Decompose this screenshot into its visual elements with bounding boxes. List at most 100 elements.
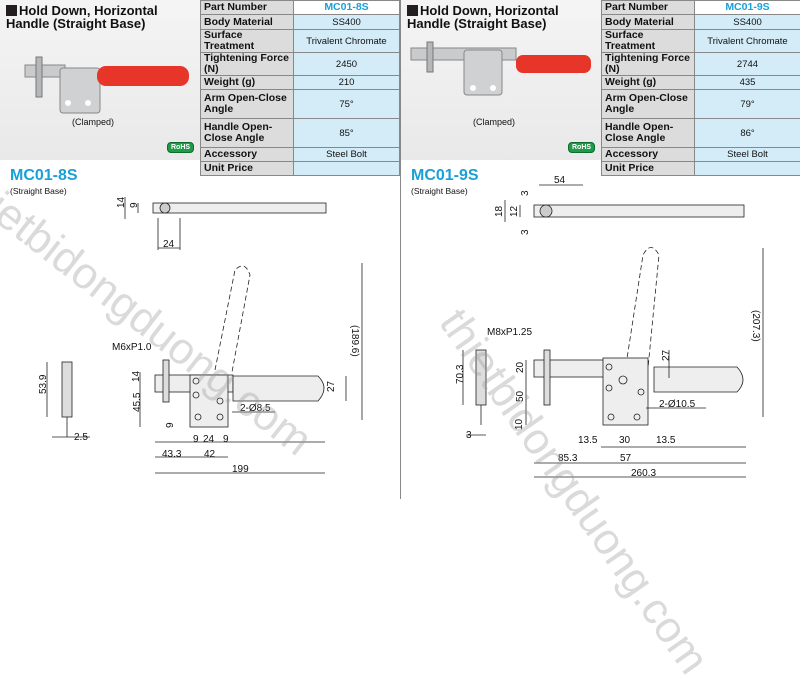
- spec-label: Part Number: [201, 1, 294, 15]
- spec-value: 2744: [695, 53, 800, 76]
- rohs-badge: RoHS: [167, 142, 194, 153]
- svg-text:45.5: 45.5: [132, 392, 143, 412]
- spec-label: Tightening Force (N): [201, 53, 294, 76]
- spec-value: 85°: [294, 119, 400, 148]
- spec-value: 86°: [695, 119, 800, 148]
- svg-text:M6xP1.0: M6xP1.0: [112, 342, 152, 353]
- svg-text:260.3: 260.3: [631, 468, 656, 479]
- spec-label: Handle Open-Close Angle: [602, 119, 695, 148]
- svg-text:13.5: 13.5: [578, 435, 598, 446]
- spec-row: Tightening Force (N)2744: [602, 53, 800, 76]
- svg-text:14: 14: [131, 370, 142, 382]
- svg-text:53.9: 53.9: [38, 374, 49, 394]
- svg-text:50: 50: [515, 390, 526, 402]
- spec-label: Arm Open-Close Angle: [201, 90, 294, 119]
- svg-text:3: 3: [520, 229, 531, 235]
- spec-row: Weight (g)435: [602, 76, 800, 90]
- spec-value: 79°: [695, 90, 800, 119]
- svg-text:3: 3: [520, 190, 531, 196]
- spec-label: Weight (g): [201, 76, 294, 90]
- svg-text:24: 24: [163, 239, 175, 250]
- drawing-panel-mc01-9s: MC01-9S (Straight Base) 54 3 18 12 3 (20…: [400, 160, 800, 499]
- svg-text:14: 14: [116, 196, 127, 208]
- spec-row: Weight (g)210: [201, 76, 400, 90]
- svg-text:9: 9: [165, 422, 176, 428]
- svg-text:199: 199: [232, 464, 249, 475]
- svg-text:85.3: 85.3: [558, 453, 578, 464]
- svg-text:(207.3): (207.3): [750, 310, 761, 342]
- svg-text:42: 42: [204, 449, 216, 460]
- svg-text:24: 24: [203, 434, 215, 445]
- svg-text:27: 27: [326, 380, 337, 392]
- spec-label: Arm Open-Close Angle: [602, 90, 695, 119]
- svg-text:54: 54: [554, 175, 566, 186]
- spec-value: SS400: [695, 15, 800, 30]
- svg-text:9: 9: [193, 434, 199, 445]
- spec-value: MC01-8S: [294, 1, 400, 15]
- bolt-view: [463, 350, 486, 435]
- svg-text:3: 3: [466, 430, 472, 441]
- product-image-area: Hold Down, Horizontal Handle (Straight B…: [401, 0, 601, 160]
- spec-label: Surface Treatment: [201, 30, 294, 53]
- drawing-panel-mc01-8s: MC01-8S (Straight Base) 14 9 24 (189.6) …: [0, 160, 400, 499]
- svg-text:9: 9: [223, 434, 229, 445]
- svg-text:27: 27: [661, 349, 672, 361]
- spec-value: 210: [294, 76, 400, 90]
- spec-label: Tightening Force (N): [602, 53, 695, 76]
- spec-value: 435: [695, 76, 800, 90]
- spec-label: Body Material: [602, 15, 695, 30]
- spec-label: Handle Open-Close Angle: [201, 119, 294, 148]
- side-view: [526, 248, 763, 478]
- top-view: [505, 185, 744, 222]
- svg-text:20: 20: [515, 361, 526, 373]
- spec-value: MC01-9S: [695, 1, 800, 15]
- svg-text:9: 9: [129, 202, 140, 208]
- clamp-photo: [0, 0, 200, 160]
- svg-text:2-Ø10.5: 2-Ø10.5: [659, 399, 696, 410]
- svg-text:43.3: 43.3: [162, 449, 182, 460]
- spec-label: Body Material: [201, 15, 294, 30]
- svg-text:70.3: 70.3: [455, 364, 466, 384]
- svg-text:(189.6): (189.6): [349, 325, 360, 357]
- svg-text:12: 12: [509, 205, 520, 217]
- svg-text:18: 18: [494, 205, 505, 217]
- spec-value: Trivalent Chromate: [294, 30, 400, 53]
- product-image-area: Hold Down, Horizontal Handle (Straight B…: [0, 0, 200, 160]
- spec-value: SS400: [294, 15, 400, 30]
- side-view: [140, 263, 362, 473]
- spec-label: Surface Treatment: [602, 30, 695, 53]
- top-view: [125, 197, 326, 250]
- svg-text:M8xP1.25: M8xP1.25: [487, 327, 532, 338]
- technical-drawing: 14 9 24 (189.6) 27 M6xP1.0 2-Ø8.5 14 45.…: [0, 160, 400, 499]
- product-panel-mc01-8s: Hold Down, Horizontal Handle (Straight B…: [0, 0, 400, 160]
- svg-text:2-Ø8.5: 2-Ø8.5: [240, 403, 271, 414]
- product-panel-mc01-9s: Hold Down, Horizontal Handle (Straight B…: [400, 0, 800, 160]
- spec-row: Tightening Force (N)2450: [201, 53, 400, 76]
- bolt-view: [47, 362, 90, 437]
- spec-value: 75°: [294, 90, 400, 119]
- spec-label: Part Number: [602, 1, 695, 15]
- svg-text:10: 10: [514, 418, 525, 430]
- technical-drawing: 54 3 18 12 3 (207.3) 27 M8xP1.25 2-Ø10.5…: [401, 160, 800, 499]
- rohs-badge: RoHS: [568, 142, 595, 153]
- svg-text:13.5: 13.5: [656, 435, 676, 446]
- clamp-photo: [401, 0, 601, 160]
- svg-text:2.5: 2.5: [74, 432, 88, 443]
- svg-text:30: 30: [619, 435, 631, 446]
- svg-text:57: 57: [620, 453, 632, 464]
- spec-label: Weight (g): [602, 76, 695, 90]
- spec-value: 2450: [294, 53, 400, 76]
- spec-value: Trivalent Chromate: [695, 30, 800, 53]
